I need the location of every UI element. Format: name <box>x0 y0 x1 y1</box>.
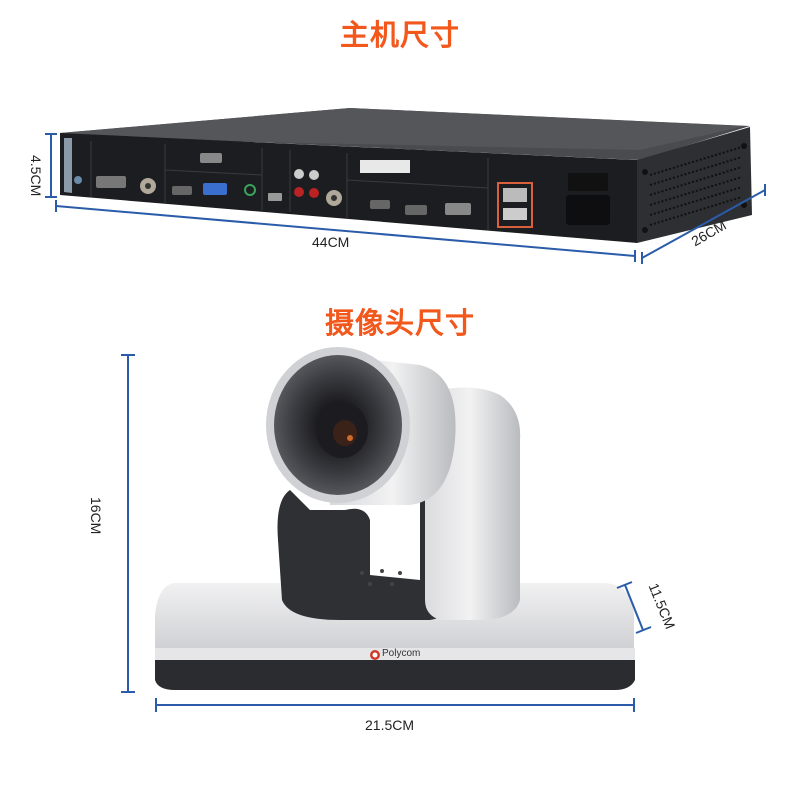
camera-width-label: 21.5CM <box>365 717 415 733</box>
host-size-title: 主机尺寸 <box>339 18 460 52</box>
camera-height-label: 16CM <box>88 497 104 535</box>
host-width-label: 44CM <box>312 234 350 250</box>
camera-size-title: 摄像头尺寸 <box>324 306 475 340</box>
polycom-logo: Polycom <box>382 648 421 659</box>
